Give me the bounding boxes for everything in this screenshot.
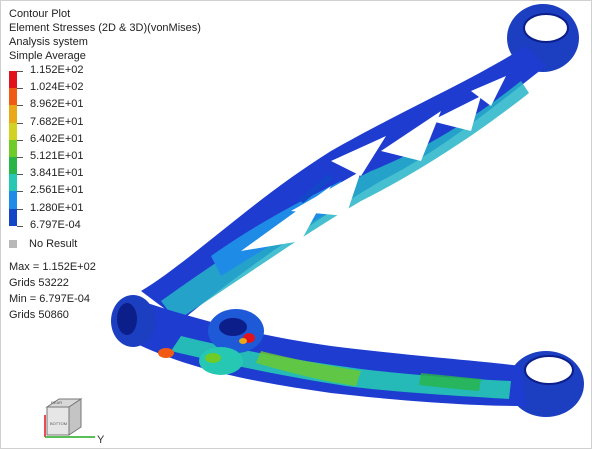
y-axis-label: Y (97, 434, 105, 446)
legend-value: 3.841E+01 (30, 167, 84, 180)
legend-color-swatch (9, 156, 17, 175)
no-result-entry: No Result (9, 238, 77, 250)
central-node (158, 309, 264, 375)
max-value: Max = 1.152E+02 (9, 261, 96, 273)
cube-front-label: BOTTOM (50, 421, 67, 426)
upper-arm (141, 46, 546, 321)
legend-color-swatch (9, 174, 17, 192)
left-bushing (111, 295, 155, 347)
lower-arm (131, 301, 526, 406)
plot-header: Contour Plot Element Stresses (2D & 3D)(… (9, 7, 201, 63)
min-max-stats: Max = 1.152E+02 Grids 53222 Min = 6.797E… (9, 259, 96, 323)
legend-value: 6.797E-04 (30, 218, 81, 231)
view-orientation-cube[interactable]: REAR BOTTOM (41, 393, 121, 448)
legend-tick (17, 174, 23, 176)
lower-bushing (508, 351, 584, 417)
no-result-label: No Result (29, 238, 78, 250)
min-grid: Grids 50860 (9, 309, 69, 321)
legend-value: 5.121E+01 (30, 149, 84, 162)
header-line-result: Element Stresses (2D & 3D)(vonMises) (9, 22, 201, 34)
no-result-swatch (9, 240, 17, 248)
min-value: Min = 6.797E-04 (9, 293, 91, 305)
legend-value: 2.561E+01 (30, 184, 84, 197)
legend-value: 1.280E+01 (30, 201, 84, 214)
legend-color-swatch (9, 191, 17, 209)
legend-tick (17, 71, 23, 72)
legend-tick (17, 139, 23, 141)
legend-tick (17, 225, 23, 227)
legend-value: 1.024E+02 (30, 81, 84, 94)
legend-color-swatch (9, 71, 17, 89)
header-line-plot-type: Contour Plot (9, 8, 71, 20)
legend-tick (17, 191, 23, 193)
legend-color-swatch (9, 122, 17, 140)
legend-tick (17, 208, 23, 210)
legend-value: 7.682E+01 (30, 115, 84, 128)
legend-value: 6.402E+01 (30, 132, 84, 145)
header-line-averaging: Simple Average (9, 50, 86, 62)
legend-color-swatch (9, 88, 17, 106)
legend-tick (17, 88, 23, 90)
legend-tick (17, 156, 23, 158)
cube-top-label: REAR (51, 400, 62, 405)
header-line-system: Analysis system (9, 36, 88, 48)
max-grid: Grids 53222 (9, 277, 69, 289)
legend-tick (17, 105, 23, 107)
legend-color-swatch (9, 105, 17, 123)
legend-value: 1.152E+02 (30, 64, 84, 76)
legend-value: 8.962E+01 (30, 98, 84, 111)
legend-color-swatch (9, 139, 17, 157)
legend-color-swatch (9, 208, 17, 226)
legend-tick (17, 122, 23, 124)
